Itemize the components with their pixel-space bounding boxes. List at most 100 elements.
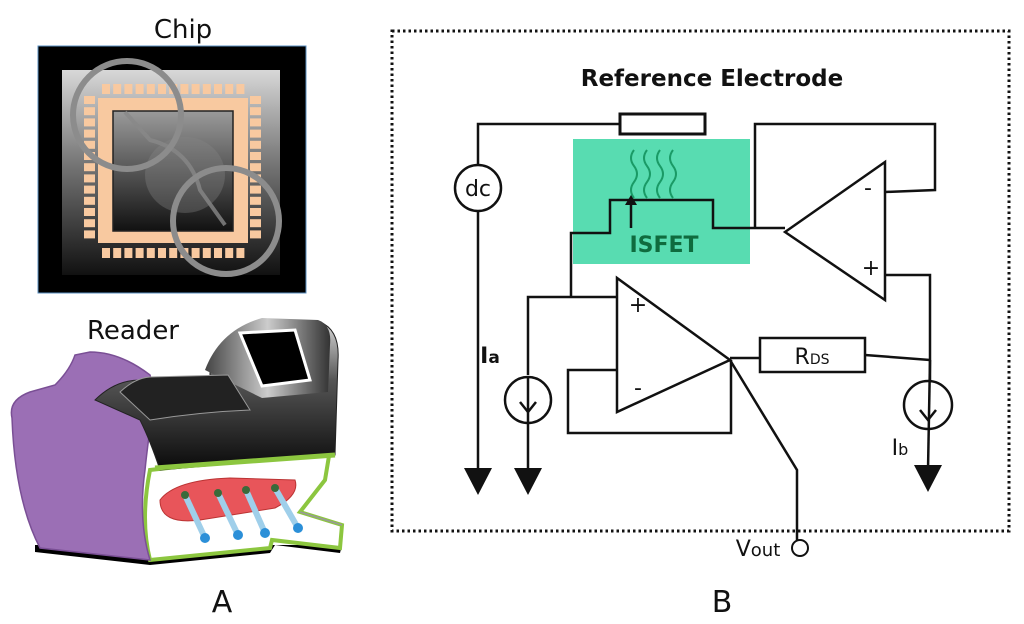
- chip-pad: [250, 163, 261, 172]
- chip-pad: [124, 84, 133, 94]
- panel-b-circuit: Reference Electrode ISFET dc - +: [390, 29, 1011, 620]
- chip-pad: [84, 196, 95, 205]
- reader-pin-socket: [271, 484, 279, 492]
- panel-a: Chip Reader: [10, 15, 345, 620]
- dc-label: dc: [465, 177, 491, 202]
- reader-pin: [215, 491, 241, 537]
- opamp-bottom-feedback-wire: [566, 360, 733, 435]
- chip-pad: [236, 84, 245, 94]
- chip-pad: [180, 84, 189, 94]
- magnifier-circle-bottom: [170, 165, 282, 277]
- opamp-top-plus: +: [862, 256, 880, 281]
- chip-pad: [250, 208, 261, 216]
- chip-pad: [84, 96, 95, 104]
- chip-pad: [146, 248, 155, 258]
- ib-label: Ib: [892, 436, 909, 461]
- rds-label: RDS: [795, 345, 830, 370]
- chip-pad: [84, 118, 95, 127]
- chip-pad: [250, 185, 261, 194]
- chip-pad: [250, 230, 261, 239]
- reader-pin-socket: [242, 486, 250, 494]
- reader-cartridge-slot: [119, 374, 251, 421]
- ia-label: Ia: [480, 344, 500, 369]
- reader-pins: [181, 484, 303, 543]
- chip-pad: [84, 163, 95, 172]
- ia-node-wire: [526, 295, 617, 375]
- rds-wire-right: [864, 353, 931, 362]
- reader-pin-tip: [233, 530, 243, 540]
- vout-terminal: [791, 539, 809, 557]
- reader-pin-socket: [214, 489, 222, 497]
- chip-pad: [250, 118, 261, 127]
- chip-pad: [84, 230, 95, 239]
- ib-label-main: I: [892, 436, 899, 461]
- chip-pad: [214, 248, 222, 258]
- opamp-top-feedback-wire: [753, 122, 937, 228]
- chip-pad: [135, 84, 144, 94]
- chip-pad: [225, 248, 234, 258]
- chip-pad: [250, 140, 261, 149]
- ib-arrow-icon: [919, 409, 937, 423]
- ground-symbol-ia: [514, 468, 542, 495]
- ib-label-sub: b: [898, 440, 908, 459]
- chip-pad: [202, 84, 211, 94]
- reader-pin: [243, 488, 268, 535]
- reference-electrode-element: [618, 112, 707, 136]
- vout-label-sub: out: [751, 540, 780, 561]
- ia-label-main: I: [480, 344, 488, 369]
- chip-pad: [102, 84, 110, 94]
- ia-label-sub: a: [488, 348, 499, 368]
- reader-green-trim: [154, 452, 336, 471]
- isfet-arrow-icon: [625, 195, 637, 205]
- panel-a-letter: A: [212, 585, 233, 620]
- chip-pad: [84, 208, 95, 216]
- chip-pad: [113, 84, 122, 94]
- isfet-symbol: [569, 198, 785, 297]
- reader-label: Reader: [87, 316, 179, 346]
- reference-electrode-label: Reference Electrode: [581, 66, 844, 92]
- reader-tray-edge: [299, 511, 343, 526]
- chip-pad: [84, 140, 95, 149]
- chip-pad: [135, 248, 144, 258]
- ib-wire: [926, 359, 932, 471]
- chip-pad: [169, 248, 178, 258]
- reference-electrode-wires: [476, 112, 707, 165]
- chip-pad: [250, 96, 261, 104]
- reader-pin-socket: [181, 491, 189, 499]
- chip-pad: [146, 84, 155, 94]
- chip-pad: [84, 107, 95, 116]
- reader-illustration: [10, 318, 345, 565]
- chip-pad: [84, 185, 95, 194]
- opamp-bottom: [615, 275, 733, 414]
- chip-pad: [102, 248, 110, 258]
- chip-pad: [250, 152, 261, 160]
- opamp-bottom-minus: -: [634, 376, 642, 401]
- vout-label-main: V: [736, 537, 751, 562]
- reader-pin-tip: [200, 533, 210, 543]
- ground-symbol-ib: [914, 465, 942, 492]
- chip-pad: [191, 84, 200, 94]
- chip-pad: [250, 219, 261, 228]
- chip-label: Chip: [154, 15, 212, 45]
- chip-illustration: [37, 45, 307, 294]
- chip-pad: [250, 129, 261, 138]
- rds-label-sub: DS: [810, 352, 830, 368]
- chip-pad: [124, 248, 133, 258]
- chip-pad: [225, 84, 234, 94]
- vout-wire: [728, 359, 799, 540]
- chip-trace: [123, 110, 227, 227]
- reader-pin-tip: [293, 523, 303, 533]
- chip-pad: [84, 174, 95, 183]
- dashed-boundary: [390, 29, 1011, 533]
- chip-pad: [202, 248, 211, 258]
- ground-symbol-dc: [464, 468, 492, 495]
- reader-pin: [182, 493, 208, 540]
- reader-pin-tip: [260, 528, 270, 538]
- chip-pad: [84, 129, 95, 138]
- chip-pad: [250, 196, 261, 205]
- isfet-sensing-waves: [630, 149, 677, 199]
- opamp-bottom-plus: +: [629, 293, 647, 318]
- chip-pad: [214, 84, 222, 94]
- opamp-top-minus: -: [864, 176, 872, 201]
